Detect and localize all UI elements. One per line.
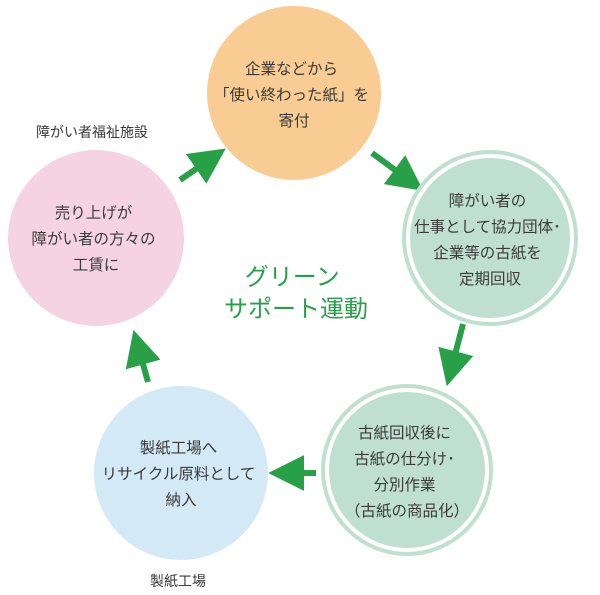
- arrow-collect-to-sort: [438, 323, 474, 387]
- node-company: 企業などから 「使い終わった紙」を 寄付: [207, 6, 381, 180]
- node-wage-circle: [8, 150, 184, 326]
- node-factory-circle: [94, 386, 268, 560]
- node-company-text: 企業などから 「使い終わった紙」を 寄付: [214, 60, 374, 130]
- node-sort-text: 古紙回収後に 古紙の仕分け･ 分別作業 （古紙の商品化）: [345, 424, 469, 520]
- node-factory-text: 製紙工場へ リサイクル原料として 納入: [102, 439, 261, 509]
- caption-paper-mill: 製紙工場: [150, 574, 206, 590]
- node-factory: 製紙工場へ リサイクル原料として 納入: [94, 386, 268, 560]
- node-sort: 古紙回収後に 古紙の仕分け･ 分別作業 （古紙の商品化）: [321, 384, 493, 556]
- node-collect-text: 障がい者の 仕事として協力団体･ 企業等の古紙を 定期回収: [414, 192, 566, 288]
- center-title: グリーン サポート運動: [224, 263, 368, 323]
- arrow-wage-to-company: [178, 148, 226, 184]
- caption-welfare-facility: 障がい者福祉施設: [36, 125, 148, 141]
- node-sort-circle: [329, 392, 485, 548]
- node-company-circle: [207, 6, 381, 180]
- node-wage: 売り上げが 障がい者の方々の 工賃に: [8, 150, 184, 326]
- node-wage-text: 売り上げが 障がい者の方々の 工賃に: [32, 204, 161, 274]
- node-collect-circle: [410, 158, 570, 318]
- node-collect: 障がい者の 仕事として協力団体･ 企業等の古紙を 定期回収: [402, 150, 578, 326]
- arrow-factory-to-wage: [125, 329, 161, 383]
- arrow-company-to-collect: [370, 150, 424, 191]
- cycle-arrows: [125, 148, 474, 491]
